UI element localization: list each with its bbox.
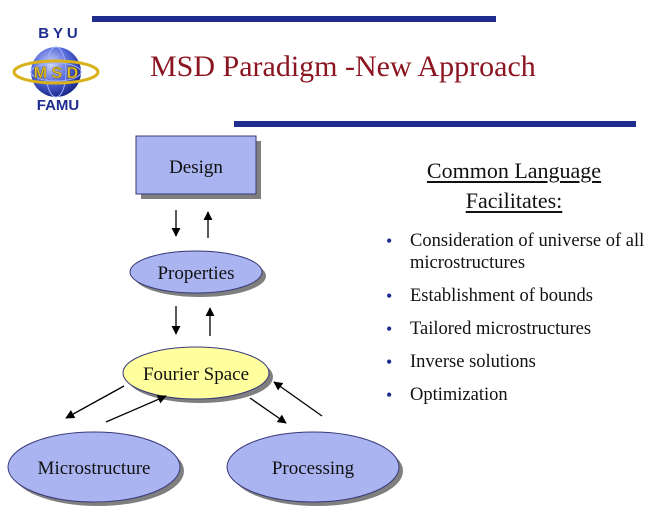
logo-center-text: M S D bbox=[34, 65, 78, 82]
processing-node: Processing bbox=[226, 431, 403, 506]
byu-famu-msd-logo: B Y U M S D FAMU bbox=[12, 25, 100, 114]
properties-node: Properties bbox=[129, 250, 266, 297]
list-item: Establishment of bounds bbox=[382, 285, 646, 307]
bottom-accent-bar bbox=[234, 121, 636, 127]
common-language-heading: Common Language Facilitates: bbox=[394, 156, 634, 216]
list-item: Tailored microstructures bbox=[382, 318, 646, 340]
arrow-processing-to-fourier bbox=[273, 381, 323, 417]
design-label: Design bbox=[169, 157, 223, 178]
logo-bottom-text: FAMU bbox=[37, 97, 80, 114]
arrow-fourier-to-microstructure bbox=[65, 385, 125, 419]
list-item: Consideration of universe of all microst… bbox=[382, 230, 646, 274]
list-item: Inverse solutions bbox=[382, 351, 646, 373]
fourier-space-label: Fourier Space bbox=[143, 364, 249, 385]
processing-label: Processing bbox=[272, 458, 355, 479]
logo-top-text: B Y U bbox=[38, 25, 77, 42]
top-accent-bar bbox=[92, 16, 496, 22]
arrow-microstructure-to-fourier bbox=[105, 395, 167, 423]
arrow-fourier-to-processing bbox=[249, 397, 287, 424]
microstructure-node: Microstructure bbox=[7, 431, 184, 506]
heading-line-1: Common Language bbox=[426, 158, 602, 183]
list-item: Optimization bbox=[382, 384, 646, 406]
properties-label: Properties bbox=[157, 263, 234, 284]
fourier-space-node: Fourier Space bbox=[122, 346, 273, 403]
microstructure-label: Microstructure bbox=[38, 458, 151, 479]
heading-line-2: Facilitates: bbox=[465, 188, 563, 213]
facilitates-bullet-list: Consideration of universe of all microst… bbox=[382, 230, 646, 417]
design-node: Design bbox=[135, 135, 261, 199]
globe-icon bbox=[12, 46, 100, 98]
slide-title: MSD Paradigm -New Approach bbox=[150, 50, 536, 83]
